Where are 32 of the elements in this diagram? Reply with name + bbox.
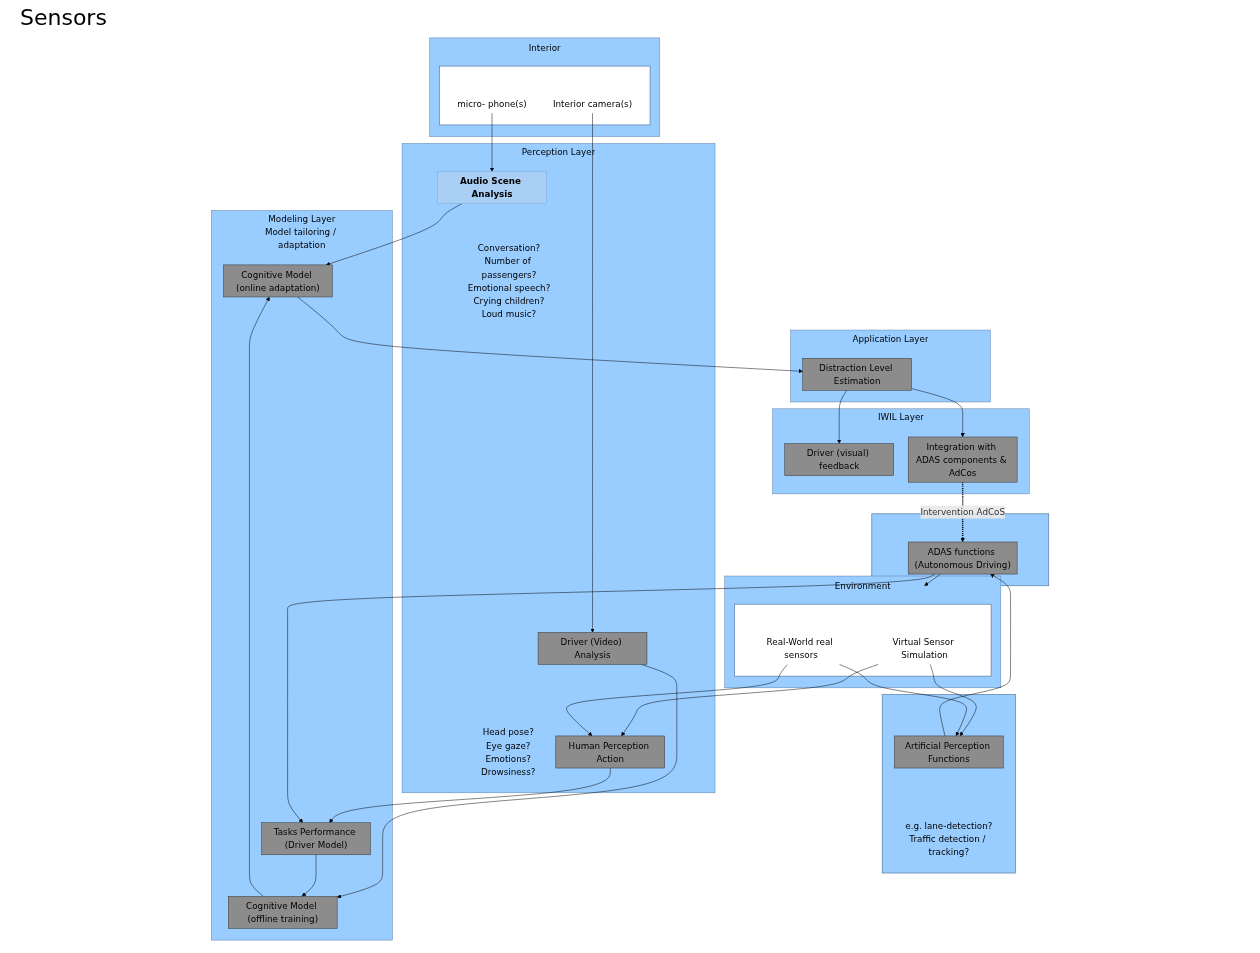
node-box: Driver (visual) feedback <box>784 443 894 476</box>
node-box: Artificial Perception Functions <box>894 735 1004 769</box>
node-label: Head pose? <box>482 727 534 738</box>
node-label: Eye gaze? <box>486 740 531 751</box>
edge-label: Intervention AdCoS <box>920 506 1005 518</box>
node-box: Driver (Video) Analysis <box>537 632 648 665</box>
node-box: Cognitive Model (online adaptation) <box>223 264 333 298</box>
node-box: Distraction Level Estimation <box>802 358 912 391</box>
arrow <box>960 481 965 543</box>
node-label: Conversation? <box>477 243 541 254</box>
node-label: Traffic detection / tracking? <box>909 833 986 857</box>
column-heading: Sensors <box>20 4 107 30</box>
node-label: Emotional speech? <box>467 282 551 293</box>
node-box: Human Perception Action <box>555 735 665 769</box>
node-label: Loud music? <box>481 308 537 319</box>
node-label: Emotions? <box>485 753 531 764</box>
node-text: Interior camera(s) <box>552 98 633 109</box>
node-box: Tasks Performance (Driver Model) <box>261 822 371 856</box>
node-text: Virtual Sensor Simulation <box>892 636 954 661</box>
node-label: Crying children? <box>473 295 545 306</box>
node-box: Integration with ADAS components & AdCos <box>908 436 1018 483</box>
cluster <box>881 694 1016 874</box>
node-text: Real-World real sensors <box>766 636 833 661</box>
node-label: Drowsiness? <box>481 766 536 777</box>
node-box: Cognitive Model (offline training) <box>228 896 338 929</box>
node-box: ADAS functions (Autonomous Driving) <box>908 541 1018 575</box>
cluster <box>734 603 992 677</box>
cluster <box>438 65 651 126</box>
node-label: Number of passengers? <box>481 256 537 280</box>
node-text: micro- phone(s) <box>457 98 527 109</box>
node-box: Audio Scene Analysis <box>437 171 547 204</box>
node-label: e.g. lane-detection? <box>905 820 993 831</box>
